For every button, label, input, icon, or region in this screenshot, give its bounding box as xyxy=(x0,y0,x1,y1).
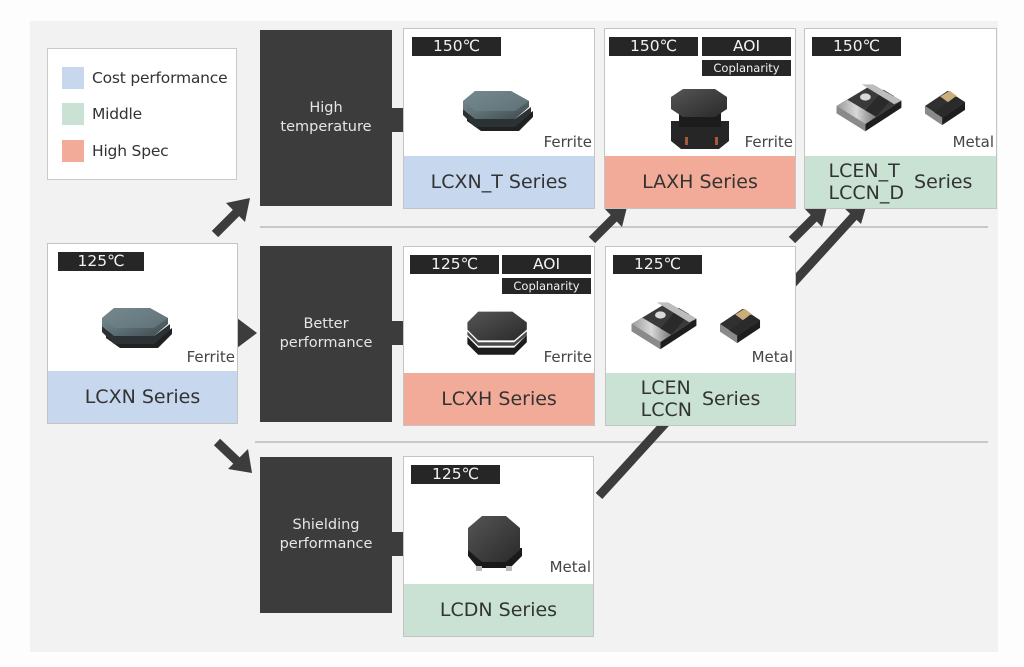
row-divider-bottom xyxy=(255,441,988,443)
metal-chip-inductor-small-icon xyxy=(921,85,969,127)
temperature-badge: 150℃ xyxy=(609,37,698,56)
series-band: LCXN Series xyxy=(48,371,237,423)
product-card-lcen-lccn[interactable]: 125℃ Metal LCEN LCCN Series xyxy=(605,246,796,426)
ferrite-inductor-icon xyxy=(462,307,534,363)
series-suffix: Series xyxy=(701,388,761,410)
temperature-badge: 125℃ xyxy=(410,255,499,274)
material-label: Metal xyxy=(549,558,591,576)
temperature-badge: 150℃ xyxy=(812,37,901,56)
product-card-lcxh[interactable]: 125℃ AOI Coplanarity Ferrite LCXH Series xyxy=(403,246,595,426)
temperature-badge: 125℃ xyxy=(58,252,144,271)
category-shielding-performance: Shielding performance xyxy=(260,457,392,613)
category-high-temperature: High temperature xyxy=(260,30,392,206)
series-names: LCEN LCCN xyxy=(641,377,692,421)
coplanarity-badge: Coplanarity xyxy=(502,278,591,294)
shielded-inductor-icon xyxy=(462,512,526,576)
legend-label: Cost performance xyxy=(92,69,228,87)
arrow-lcen-to-lcen-t xyxy=(788,203,828,244)
metal-chip-inductor-icon xyxy=(833,79,905,133)
series-name: LCDN Series xyxy=(439,599,558,621)
series-name: LAXH Series xyxy=(642,171,758,193)
category-better-performance: Better performance xyxy=(260,246,392,422)
aoi-badge: AOI xyxy=(502,255,591,274)
category-label: Better performance xyxy=(279,316,373,351)
ferrite-inductor-icon xyxy=(459,87,539,143)
product-card-lcen-t-lccn-d[interactable]: 150℃ Metal LCEN_T LCCN_D Series xyxy=(804,28,997,209)
material-label: Ferrite xyxy=(186,348,235,366)
row-divider-top xyxy=(260,226,988,228)
series-band: LCXH Series xyxy=(404,373,594,425)
legend-label: Middle xyxy=(92,105,142,123)
arrow-lcxn-to-high-temp xyxy=(211,198,250,238)
category-label: High temperature xyxy=(280,100,372,135)
series-name-lcen-t: LCEN_T xyxy=(828,160,900,182)
category-label: Shielding performance xyxy=(279,517,373,552)
temperature-badge: 125℃ xyxy=(613,255,702,274)
legend-swatch-blue xyxy=(62,67,84,89)
ferrite-drum-inductor-icon xyxy=(665,87,735,151)
material-label: Metal xyxy=(751,348,793,366)
material-label: Metal xyxy=(952,133,994,151)
series-names: LCEN_T LCCN_D xyxy=(829,160,904,204)
legend-item-cost-performance: Cost performance xyxy=(62,67,228,89)
series-band: LCXN_T Series xyxy=(404,156,594,208)
legend-swatch-green xyxy=(62,103,84,125)
series-suffix: Series xyxy=(914,171,973,193)
temperature-badge: 125℃ xyxy=(411,465,500,484)
series-band: LCEN LCCN Series xyxy=(606,373,795,425)
material-label: Ferrite xyxy=(543,348,592,366)
metal-chip-inductor-small-icon xyxy=(716,303,764,345)
series-name: LCXH Series xyxy=(441,388,557,410)
legend: Cost performance Middle High Spec xyxy=(47,48,237,180)
product-card-lcxn[interactable]: 125℃ Ferrite LCXN Series xyxy=(47,243,238,424)
series-band: LCEN_T LCCN_D Series xyxy=(805,156,996,208)
legend-item-middle: Middle xyxy=(62,103,142,125)
arrow-lcxh-to-laxh xyxy=(588,203,628,244)
product-card-lcdn[interactable]: 125℃ Metal LCDN Series xyxy=(403,456,594,637)
series-name: LCXN_T Series xyxy=(430,171,568,193)
product-card-lcxn-t[interactable]: 150℃ Ferrite LCXN_T Series xyxy=(403,28,595,209)
series-name-lccn: LCCN xyxy=(640,399,692,421)
aoi-badge: AOI xyxy=(702,37,791,56)
legend-item-high-spec: High Spec xyxy=(62,140,169,162)
arrow-lcxn-to-shielding xyxy=(213,438,252,473)
series-name: LCXN Series xyxy=(84,386,201,408)
series-band: LCDN Series xyxy=(404,584,593,636)
legend-label: High Spec xyxy=(92,142,169,160)
ferrite-inductor-icon xyxy=(98,304,178,360)
coplanarity-badge: Coplanarity xyxy=(702,60,791,76)
product-card-laxh[interactable]: 150℃ AOI Coplanarity Ferrite LAXH Series xyxy=(604,28,796,209)
series-name-lccn-d: LCCN_D xyxy=(828,182,905,204)
legend-swatch-salmon xyxy=(62,140,84,162)
series-name-lcen: LCEN xyxy=(640,377,691,399)
metal-chip-inductor-icon xyxy=(628,297,700,351)
material-label: Ferrite xyxy=(543,133,592,151)
series-band: LAXH Series xyxy=(605,156,795,208)
material-label: Ferrite xyxy=(744,133,793,151)
temperature-badge: 150℃ xyxy=(412,37,501,56)
